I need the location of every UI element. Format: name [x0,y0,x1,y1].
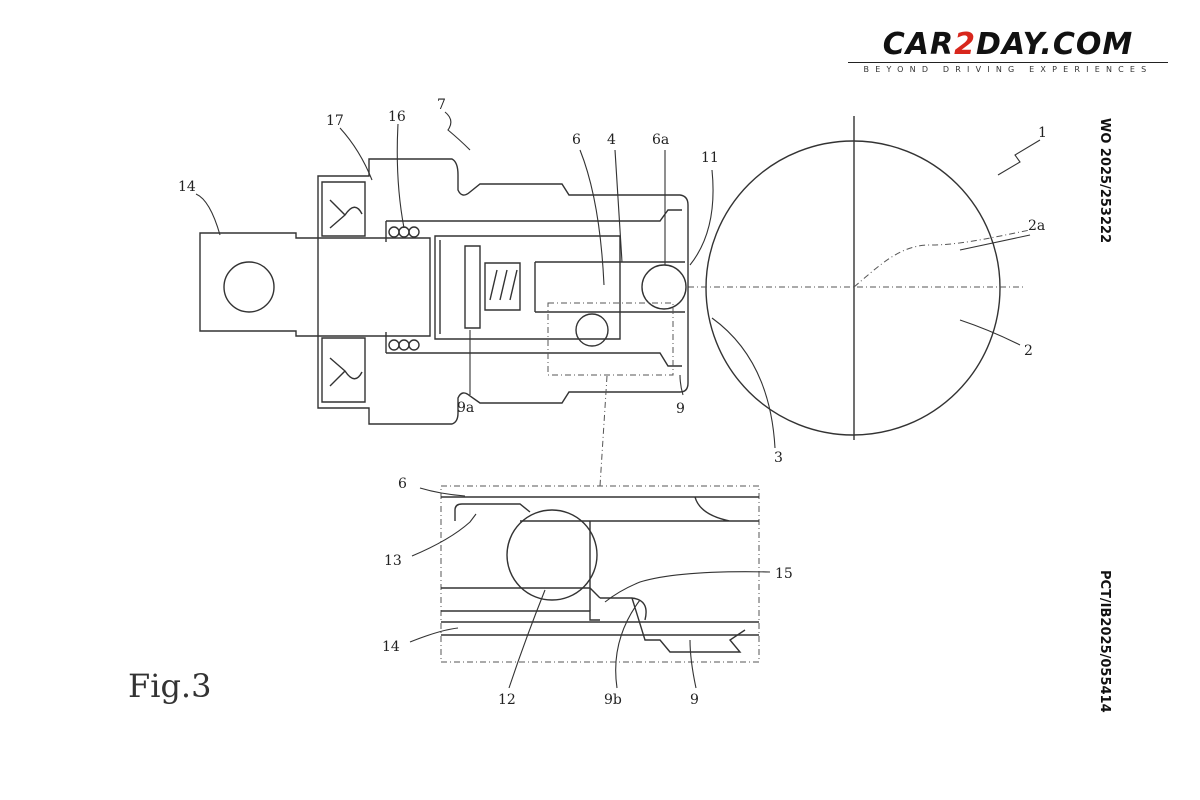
detail-plunger [520,496,759,522]
label-3: 3 [774,450,783,466]
label-9a: 9a [457,400,474,416]
logo-wordmark: CAR2DAY.COM [882,27,1134,62]
leader-6 [579,149,605,286]
plunger-6 [534,261,685,313]
label-6: 6 [572,132,581,148]
spring-16-top [388,226,420,238]
detail-label-9: 9 [690,692,699,708]
car2day-logo: CAR2DAY.COM BEYOND DRIVING EXPERIENCES [848,30,1168,74]
clevis-14 [199,232,431,337]
detail-inset [440,485,760,663]
detail-label-15: 15 [775,566,793,582]
housing-7 [317,158,689,425]
leader-2 [959,319,1021,346]
leader-17 [339,127,373,181]
radius-2a [853,229,1031,288]
label-16: 16 [388,109,406,125]
piston-inner [439,240,481,334]
clevis-hole [223,261,275,313]
label-11: 11 [701,150,719,166]
wheel-circle-2 [705,140,1001,436]
leader-7 [444,111,471,151]
label-7: 7 [437,97,446,113]
leader-1 [997,139,1041,176]
piston [434,235,621,340]
leader-d9 [689,639,697,689]
label-6a: 6a [652,132,669,148]
label-1: 1 [1038,125,1047,141]
leader-3 [711,317,776,449]
seal-block [321,181,366,403]
leader-9 [679,374,684,396]
leader-d13 [411,513,477,557]
leader-d14 [409,627,459,643]
ball-12 [575,313,609,347]
detail-sleeve-9 [600,597,746,653]
label-17: 17 [326,113,344,129]
spring-pocket [484,262,521,311]
detail-label-12: 12 [498,692,516,708]
label-2: 2 [1024,343,1033,359]
seal-lip [329,199,363,387]
leader-2a [959,234,1031,251]
detail-ball-12 [506,509,598,601]
detail-profile [441,496,759,636]
label-2a: 2a [1028,218,1045,234]
detail-connector [599,375,608,487]
detail-label-14: 14 [382,639,400,655]
leader-11 [689,169,714,266]
detail-label-6: 6 [398,476,407,492]
leader-d15 [604,571,771,603]
spring-coil [489,269,518,301]
label-9: 9 [676,401,685,417]
figure-label: Fig.3 [128,667,211,705]
label-14: 14 [178,179,196,195]
leader-d12 [508,589,546,689]
logo-tagline: BEYOND DRIVING EXPERIENCES [848,62,1168,74]
label-4: 4 [607,132,616,148]
detail-label-9b: 9b [604,692,622,708]
bore [386,209,682,367]
leader-16 [396,123,405,229]
leader-14 [195,193,221,236]
ball-6a [641,264,687,310]
detail-region [547,302,674,376]
spring-16-bottom [388,339,420,351]
leader-d9b [615,599,641,689]
detail-label-13: 13 [384,553,402,569]
leader-d6 [419,487,466,497]
leader-4 [614,149,623,263]
